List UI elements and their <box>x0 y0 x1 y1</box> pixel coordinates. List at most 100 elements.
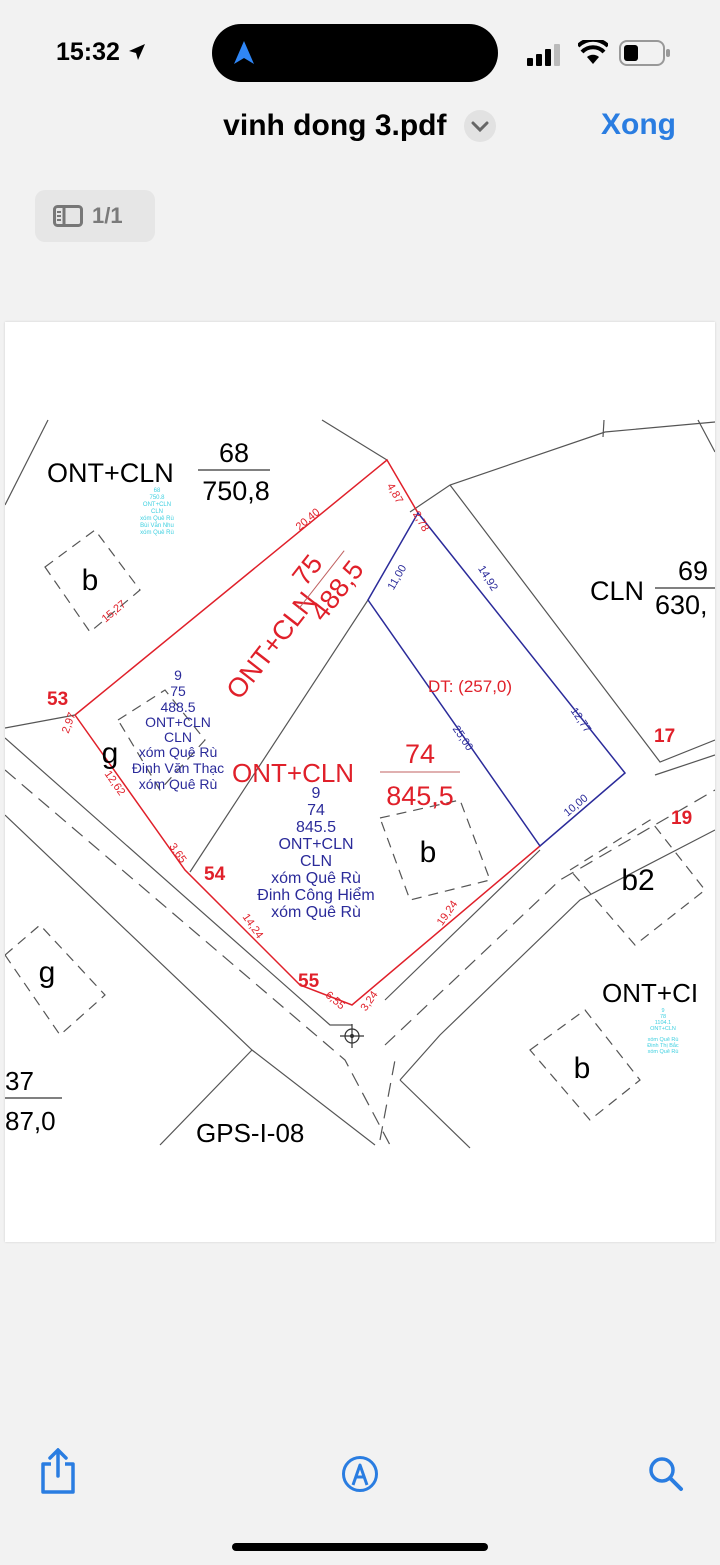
svg-text:xóm Quê Rù: xóm Quê Rù <box>140 516 174 522</box>
svg-text:11,00: 11,00 <box>386 563 410 592</box>
svg-text:3,65: 3,65 <box>166 841 188 865</box>
sub-area-label: DT: (257,0) <box>428 677 512 696</box>
svg-text:b: b <box>82 564 99 597</box>
svg-text:74: 74 <box>307 802 325 819</box>
svg-text:68: 68 <box>154 488 161 494</box>
svg-text:1104.1: 1104.1 <box>655 1020 671 1026</box>
svg-text:xóm Quê Rù: xóm Quê Rù <box>271 870 361 887</box>
svg-text:Đinh Thị Bắc: Đinh Thị Bắc <box>647 1042 679 1049</box>
svg-text:12,77: 12,77 <box>568 706 593 736</box>
svg-text:ONT+CLN: ONT+CLN <box>278 836 353 853</box>
svg-text:19,24: 19,24 <box>435 899 461 928</box>
svg-text:CLN: CLN <box>300 853 332 870</box>
svg-text:19: 19 <box>671 808 692 829</box>
parcel-left-number: 37 <box>5 1066 34 1096</box>
parcel-68-number: 68 <box>219 438 249 468</box>
svg-text:6,55: 6,55 <box>323 989 347 1012</box>
battery-icon <box>619 40 670 66</box>
page-number: 1/1 <box>92 203 123 228</box>
svg-text:Đinh Công Hiểm: Đinh Công Hiểm <box>257 886 374 904</box>
markup-icon[interactable] <box>341 1455 379 1493</box>
chevron-down-icon[interactable] <box>463 109 497 143</box>
parcel-74-type: ONT+CLN <box>232 758 354 788</box>
svg-text:53: 53 <box>47 689 68 710</box>
gps-point-icon <box>340 1024 364 1048</box>
cellular-signal-icon <box>527 44 560 66</box>
red-length-labels: 20,40 15,27 2,97 12,62 3,65 14,24 6,55 3… <box>60 481 460 1013</box>
gps-label: GPS-I-08 <box>196 1118 304 1148</box>
page-indicator[interactable] <box>35 190 155 242</box>
parcel-68-type: ONT+CLN <box>47 458 174 488</box>
svg-text:2,97: 2,97 <box>60 711 79 735</box>
parcel-boundary-blue <box>367 511 627 848</box>
parcel-69-type: CLN <box>590 576 644 606</box>
svg-text:3,24: 3,24 <box>358 989 380 1013</box>
point-labels: 53 54 55 17 19 <box>47 689 692 992</box>
title-text: vinh dong 3.pdf <box>223 109 447 143</box>
svg-text:75: 75 <box>170 683 186 699</box>
svg-text:xóm Quê Rù: xóm Quê Rù <box>648 1037 679 1043</box>
building-outlines <box>4 529 706 1121</box>
svg-text:ONT+CLN: ONT+CLN <box>143 502 171 508</box>
location-arrow-icon <box>128 44 145 60</box>
svg-text:xóm Quê Rù: xóm Quê Rù <box>139 744 218 760</box>
document-title[interactable]: vinh dong 3.pdf <box>0 108 720 143</box>
svg-text:Đinh Văn Thạc: Đinh Văn Thạc <box>132 760 224 776</box>
svg-text:CLN: CLN <box>164 729 192 745</box>
parcel-68-area: 750,8 <box>202 476 270 506</box>
building-labels: b g b b2 g b <box>39 564 655 1085</box>
sidebar-icon <box>53 205 83 227</box>
parcel-69-number: 69 <box>678 556 708 586</box>
parcel-74-number: 74 <box>405 739 435 769</box>
svg-text:9: 9 <box>174 667 182 683</box>
svg-text:17: 17 <box>654 726 675 747</box>
svg-text:xóm Quê Rù: xóm Quê Rù <box>271 904 361 921</box>
svg-text:25,00: 25,00 <box>450 724 475 754</box>
done-button[interactable]: Xong <box>601 108 676 141</box>
parcel-left-area: 87,0 <box>5 1106 56 1136</box>
svg-text:55: 55 <box>298 971 320 992</box>
svg-text:14,24: 14,24 <box>240 912 266 941</box>
svg-text:xóm Quê Rù: xóm Quê Rù <box>648 1049 679 1055</box>
svg-text:750.8: 750.8 <box>149 495 165 501</box>
time-text: 15:32 <box>56 38 120 66</box>
parcel-74-area: 845,5 <box>386 781 454 811</box>
svg-text:9: 9 <box>661 1008 664 1014</box>
svg-text:15,27: 15,27 <box>100 598 129 625</box>
svg-text:ONT+CLN: ONT+CLN <box>650 1026 676 1032</box>
svg-text:b2: b2 <box>621 864 654 897</box>
share-icon[interactable] <box>38 1448 78 1494</box>
boundary-lines <box>4 419 716 1149</box>
svg-text:9: 9 <box>312 785 321 802</box>
svg-text:g: g <box>39 956 56 989</box>
status-time: 15:32 <box>56 38 147 67</box>
svg-text:CLN: CLN <box>151 509 163 515</box>
parcel-right-type: ONT+CI <box>602 978 698 1008</box>
svg-text:b: b <box>574 1052 591 1085</box>
svg-text:g: g <box>102 737 119 770</box>
navigation-icon <box>234 41 254 64</box>
parcel-boundary-red <box>74 458 541 1006</box>
svg-text:54: 54 <box>204 864 226 885</box>
svg-text:78: 78 <box>660 1014 666 1020</box>
svg-text:xóm Quê Rù: xóm Quê Rù <box>139 776 218 792</box>
svg-text:845.5: 845.5 <box>296 819 336 836</box>
parcel-75-label: ONT+CLN 75 488,5 <box>220 549 369 705</box>
svg-text:ONT+CLN: ONT+CLN <box>145 714 211 730</box>
parcel-69-area: 630, <box>655 590 708 620</box>
wifi-icon <box>578 40 608 64</box>
dynamic-island <box>212 24 498 82</box>
search-icon[interactable] <box>648 1456 684 1492</box>
svg-text:Bùi Văn Nhu: Bùi Văn Nhu <box>140 523 174 529</box>
svg-text:b: b <box>420 836 437 869</box>
home-indicator[interactable] <box>232 1543 488 1551</box>
road-dashed-lines <box>4 769 716 1146</box>
svg-text:xóm Quê Rù: xóm Quê Rù <box>140 530 174 536</box>
svg-text:20,40: 20,40 <box>294 506 323 533</box>
